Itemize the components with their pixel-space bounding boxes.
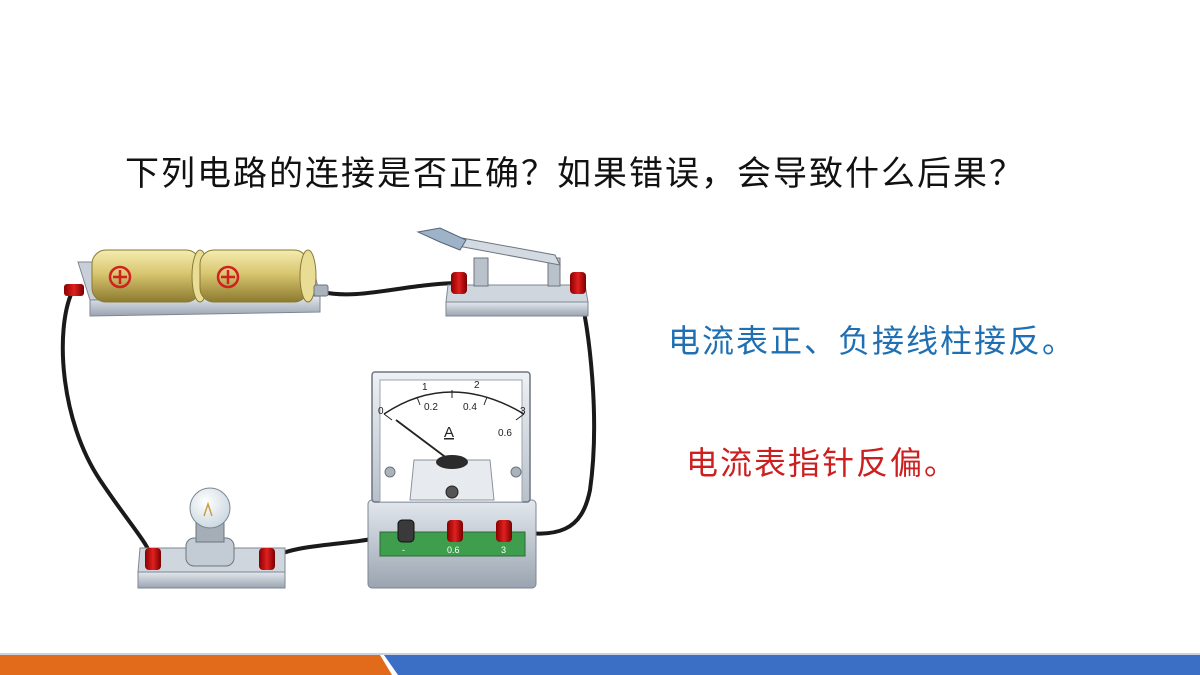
plus-icon — [108, 265, 132, 289]
ammeter-terminal-3 — [496, 520, 512, 542]
switch-handle — [416, 227, 467, 251]
plus-icon — [216, 265, 240, 289]
circuit-diagram: 0 1 2 3 0.2 0.4 0.6 A - 0.6 3 — [60, 227, 597, 589]
wire-switch-to-ammeter — [503, 283, 597, 536]
battery-terminal-right — [313, 284, 329, 297]
lamp-terminal-left — [145, 548, 161, 570]
knife-switch — [416, 227, 589, 317]
footer-blue-band — [384, 655, 1200, 675]
footer-divider — [0, 653, 1200, 655]
terminal-label-neg: - — [402, 545, 405, 555]
scale-bottom-0.6: 0.6 — [498, 428, 512, 439]
needle — [395, 419, 453, 463]
ammeter-symbol: A — [444, 424, 454, 441]
scale-top-3: 3 — [520, 406, 526, 417]
ammeter-terminal-neg — [397, 519, 415, 543]
terminal-label-0.6: 0.6 — [447, 545, 460, 555]
battery-holder — [64, 249, 329, 317]
answer-needle-reverse: 电流表指针反偏。 — [686, 444, 959, 482]
battery-cell-2 — [199, 249, 317, 303]
ammeter-terminal-0.6 — [447, 520, 463, 542]
battery-terminal-left — [64, 284, 84, 296]
scale-top-0: 0 — [378, 406, 384, 417]
switch-terminal-left — [451, 272, 467, 294]
answer-reversed-terminals: 电流表正、负接线柱接反。 — [668, 322, 1077, 360]
scale-top-2: 2 — [474, 380, 480, 391]
zero-adjust-screw — [445, 485, 459, 499]
scale-top-1: 1 — [422, 382, 428, 393]
battery-cell-1 — [91, 249, 209, 303]
footer-orange-band — [0, 655, 392, 675]
scale-bottom-0.2: 0.2 — [424, 402, 438, 413]
question-text: 下列电路的连接是否正确？如果错误，会导致什么后果？ — [125, 154, 1025, 194]
wire-battery-to-switch — [320, 281, 457, 297]
ammeter: 0 1 2 3 0.2 0.4 0.6 A - 0.6 3 — [367, 371, 537, 589]
lamp-terminal-right — [259, 548, 275, 570]
terminal-label-3: 3 — [501, 545, 506, 555]
switch-terminal-right — [570, 272, 586, 294]
scale-bottom-0.4: 0.4 — [463, 402, 477, 413]
wire-battery-to-lamp — [60, 290, 154, 562]
lamp — [137, 487, 286, 589]
